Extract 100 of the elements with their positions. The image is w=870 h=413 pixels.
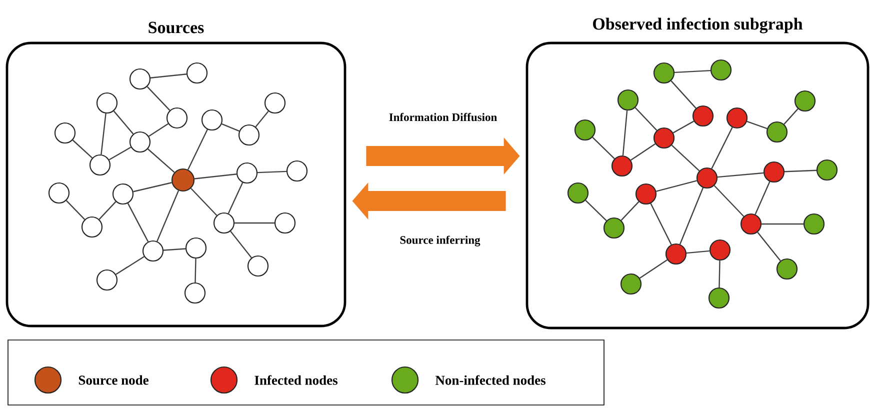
network-node (617, 89, 639, 111)
network-edge (717, 172, 764, 178)
network-node (726, 107, 748, 129)
network-edge (156, 190, 180, 242)
network-edge (620, 201, 640, 221)
network-node (696, 167, 718, 189)
network-edge (672, 120, 694, 134)
network-edge (714, 185, 744, 217)
network-node (653, 127, 675, 149)
network-edge (146, 86, 170, 111)
network-edge (163, 248, 186, 251)
network-edge (194, 174, 237, 180)
network-edge (194, 258, 196, 282)
network-node (81, 216, 103, 238)
network-node (611, 155, 633, 177)
network-node (665, 243, 687, 265)
network-node (96, 269, 118, 291)
network-edge (639, 259, 668, 279)
network-edge (585, 200, 607, 222)
network-edge (746, 120, 768, 130)
network-edge (255, 110, 269, 128)
network-edge (718, 260, 720, 288)
network-node (142, 240, 164, 262)
network-edge (784, 170, 816, 172)
network-edge (670, 80, 696, 109)
network-edge (757, 232, 781, 262)
legend-label: Non-infected nodes (435, 375, 546, 385)
network-node (112, 183, 134, 205)
network-node (48, 182, 70, 204)
network-edge (592, 136, 615, 160)
network-edge (630, 143, 656, 161)
network-node (166, 107, 188, 129)
network-edge (98, 201, 116, 220)
network-node (286, 160, 308, 182)
network-edge (150, 74, 187, 78)
network-edge (258, 170, 286, 174)
network-edge (72, 140, 93, 158)
network-node (653, 62, 675, 84)
edge-label: Source inferring (400, 236, 480, 246)
network-node (776, 258, 798, 280)
network-node (247, 255, 269, 277)
network-edge (711, 127, 733, 169)
network-node (213, 212, 235, 234)
network-node (740, 213, 762, 235)
network-node (766, 121, 788, 143)
network-edge (762, 223, 804, 225)
network-node (129, 131, 151, 153)
network-edge (66, 200, 86, 220)
network-node (171, 168, 195, 192)
network-node (574, 119, 596, 141)
network-node (816, 159, 838, 181)
network-node (567, 182, 589, 204)
network-edge (230, 230, 252, 258)
network-node (238, 124, 260, 146)
network-node (635, 183, 657, 205)
network-node (709, 239, 731, 261)
network-edge (133, 182, 172, 192)
node-label: Observed infection subgraph (593, 18, 803, 34)
network-node (264, 92, 286, 114)
network-node (236, 162, 258, 184)
network-node (185, 237, 207, 259)
network-edge (222, 123, 240, 132)
network-node (603, 217, 625, 239)
network-edge (656, 180, 697, 192)
network-edge (187, 129, 208, 170)
edge-label: Information Diffusion (389, 112, 497, 122)
network-node (710, 59, 732, 81)
network-node (186, 62, 208, 84)
network-node (89, 154, 111, 176)
network-edge (634, 107, 658, 131)
network-edge (234, 222, 274, 224)
node-label: Sources (148, 22, 204, 34)
network-edge (127, 203, 149, 242)
network-edge (674, 70, 710, 74)
network-edge (754, 181, 770, 215)
network-edge (148, 123, 168, 137)
network-node (54, 122, 76, 144)
network-edge (622, 110, 628, 156)
network-edge (190, 188, 218, 216)
network-node (201, 109, 223, 131)
network-node (274, 212, 296, 234)
network-node (708, 287, 730, 309)
network-node (763, 161, 785, 183)
legend-label: Infected nodes (254, 375, 338, 385)
network-node (794, 90, 816, 112)
network-edge (148, 148, 175, 173)
network-edge (671, 144, 700, 172)
network-edge (686, 250, 710, 254)
network-edge (679, 188, 704, 244)
network-node (96, 92, 118, 114)
panel-box: Sources (6, 22, 346, 328)
panel-box: Observed infection subgraph (526, 18, 870, 330)
network-node (620, 273, 642, 295)
network-node (129, 68, 151, 90)
network-edge (116, 256, 144, 275)
network-edge (784, 108, 798, 125)
legend-label: Source node (78, 375, 148, 385)
network-edge (113, 110, 134, 134)
network-edge (228, 182, 244, 214)
network-edge (108, 146, 132, 160)
